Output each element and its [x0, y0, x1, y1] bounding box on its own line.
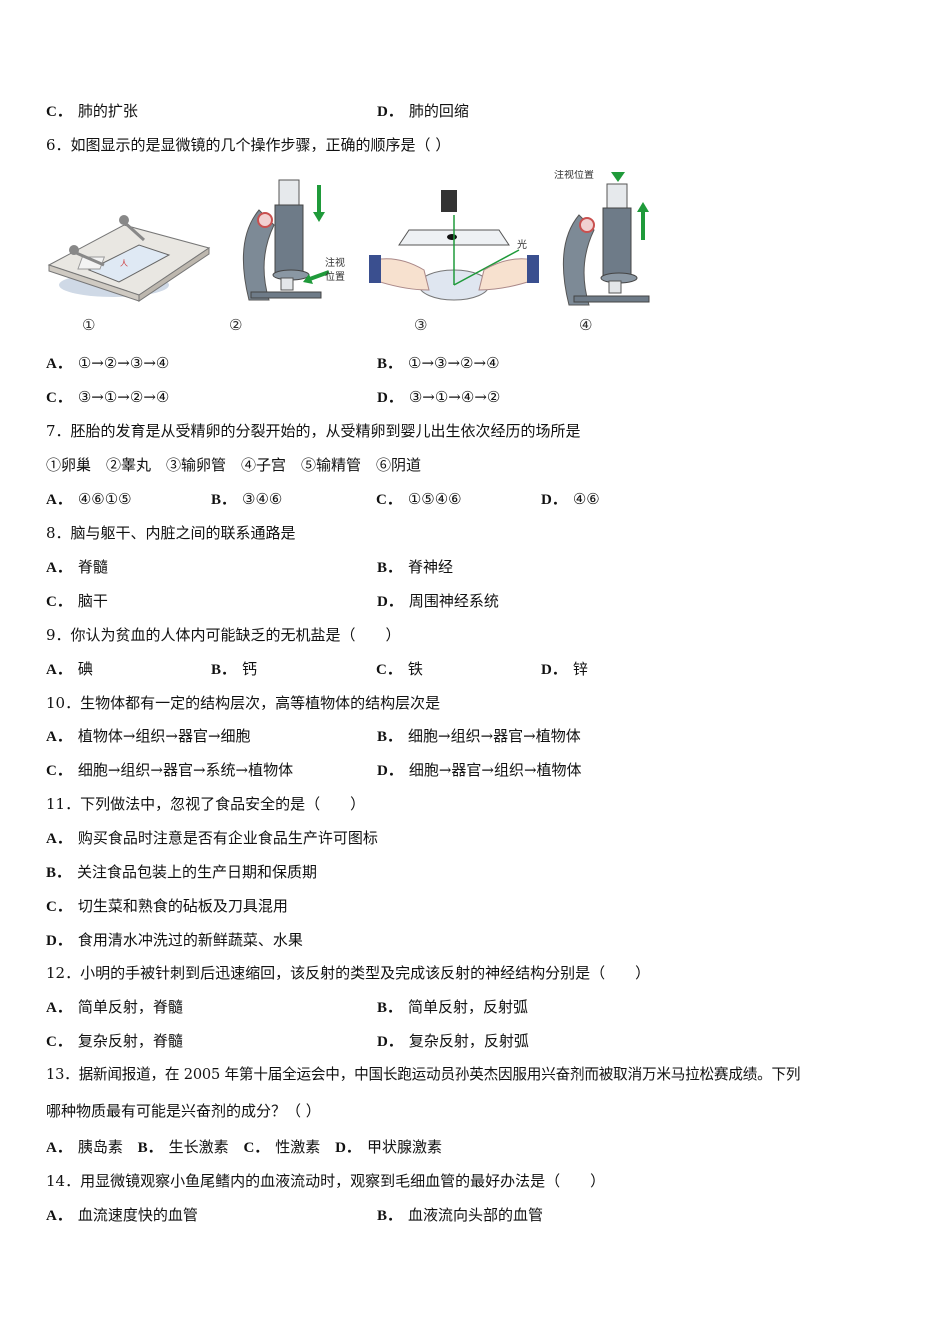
figure-1-slide-on-stage: 人 ① — [44, 170, 214, 334]
q8-option-b: B．脊神经 — [377, 558, 454, 576]
q10-stem: 10．生物体都有一定的结构层次，高等植物体的结构层次是 — [46, 694, 441, 712]
q12-options-cd: C．复杂反射，脊髓 D．复杂反射，反射弧 — [46, 1030, 529, 1052]
q9-option-d: D．锌 — [541, 660, 588, 678]
q6-option-d: D．③→①→④→② — [377, 388, 501, 406]
fig2-note-line1: 注视 — [325, 256, 345, 269]
q12-option-a: A．简单反射，脊髓 — [46, 998, 183, 1016]
q11-option-d: D．食用清水冲洗过的新鲜蔬菜、水果 — [46, 931, 303, 949]
q8-stem: 8．脑与躯干、内脏之间的联系通路是 — [46, 524, 296, 542]
q9-option-b: B．钙 — [211, 660, 258, 678]
q10-option-a: A．植物体→组织→器官→细胞 — [46, 727, 251, 745]
figure-4-label: ④ — [579, 316, 593, 334]
q10-option-b: B．细胞→组织→器官→植物体 — [377, 727, 581, 745]
q10-options-cd: C．细胞→组织→器官→系统→植物体 D．细胞→器官→组织→植物体 — [46, 759, 582, 781]
fig4-note-label: 注视位置 — [554, 170, 594, 181]
q5-option-c: C．肺的扩张 — [46, 102, 138, 120]
stage-slide-illustration-icon: 人 — [47, 215, 211, 302]
q7-option-b: B．③④⑥ — [211, 490, 283, 508]
q13-stem-line2: 哪种物质最有可能是兴奋剂的成分？（ ） — [46, 1102, 321, 1120]
fig2-note-line2: 位置 — [325, 270, 345, 283]
q8-options-cd: C．脑干 D．周围神经系统 — [46, 590, 499, 612]
q11-stem: 11．下列做法中，忽视了食品安全的是（ ） — [46, 795, 366, 813]
hands-mirror-light-icon: 光 — [369, 190, 539, 301]
q6-options-cd: C．③→①→②→④ D．③→①→④→② — [46, 386, 500, 408]
q5-options-cd: C．肺的扩张 D．肺的回缩 — [46, 100, 469, 122]
q11-option-c: C．切生菜和熟食的砧板及刀具混用 — [46, 897, 288, 915]
figure-4-raise-tube: 注视位置 ④ — [549, 168, 664, 334]
q6-options-ab: A．①→②→③→④ B．①→③→②→④ — [46, 352, 500, 374]
q13-option-d: D．甲状腺激素 — [335, 1138, 442, 1156]
figure-3-label: ③ — [414, 316, 428, 334]
q14-options-ab: A．血流速度快的血管 B．血液流向头部的血管 — [46, 1204, 543, 1226]
q14-stem: 14．用显微镜观察小鱼尾鳍内的血液流动时，观察到毛细血管的最好办法是（ ） — [46, 1172, 606, 1190]
microscope-lowering-icon: 注视 位置 — [242, 179, 345, 301]
q12-option-c: C．复杂反射，脊髓 — [46, 1032, 183, 1050]
q13-option-a: A．胰岛素 — [46, 1138, 123, 1156]
q8-option-d: D．周围神经系统 — [377, 592, 499, 610]
svg-text:人: 人 — [120, 259, 128, 268]
q9-stem: 9．你认为贫血的人体内可能缺乏的无机盐是（ ） — [46, 626, 401, 644]
q13-options: A．胰岛素 B．生长激素 C．性激素 D．甲状腺激素 — [46, 1136, 442, 1158]
q12-option-d: D．复杂反射，反射弧 — [377, 1032, 529, 1050]
q7-stem: 7．胚胎的发育是从受精卵的分裂开始的，从受精卵到婴儿出生依次经历的场所是 — [46, 422, 581, 440]
q5-option-d: D．肺的回缩 — [377, 102, 469, 120]
q7-items: ①卵巢 ②睾丸 ③输卵管 ④子宫 ⑤输精管 ⑥阴道 — [46, 456, 422, 474]
q13-option-c: C．性激素 — [243, 1138, 321, 1156]
q12-option-b: B．简单反射，反射弧 — [377, 998, 529, 1016]
q9-options: A．碘 B．钙 C．铁 D．锌 — [46, 658, 746, 680]
q9-option-c: C．铁 — [376, 660, 423, 678]
q7-option-a: A．④⑥①⑤ — [46, 490, 132, 508]
q7-option-c: C．①⑤④⑥ — [376, 490, 462, 508]
q6-option-c: C．③→①→②→④ — [46, 388, 170, 406]
fig3-light-label: 光 — [517, 238, 527, 251]
q13-stem-line1: 13．据新闻报道，在 2005 年第十届全运会中，中国长跑运动员孙英杰因服用兴奋… — [46, 1066, 801, 1083]
q11-option-a: A．购买食品时注意是否有企业食品生产许可图标 — [46, 829, 378, 847]
q7-options: A．④⑥①⑤ B．③④⑥ C．①⑤④⑥ D．④⑥ — [46, 488, 746, 510]
figure-3-adjust-mirror: 光 ③ — [369, 170, 539, 334]
q8-option-c: C．脑干 — [46, 592, 108, 610]
q13-option-b: B．生长激素 — [137, 1138, 229, 1156]
figure-2-label: ② — [229, 316, 243, 334]
q14-option-a: A．血流速度快的血管 — [46, 1206, 198, 1224]
q10-option-d: D．细胞→器官→组织→植物体 — [377, 761, 582, 779]
figure-2-lower-tube: 注视 位置 ② — [229, 170, 359, 334]
q9-option-a: A．碘 — [46, 660, 93, 678]
q10-options-ab: A．植物体→组织→器官→细胞 B．细胞→组织→器官→植物体 — [46, 725, 581, 747]
q6-figures: 人 ① 注视 位置 ② — [44, 168, 664, 340]
q14-option-b: B．血液流向头部的血管 — [377, 1206, 544, 1224]
q11-option-b: B．关注食品包装上的生产日期和保质期 — [46, 863, 318, 881]
figure-1-label: ① — [82, 316, 96, 334]
q6-option-b: B．①→③→②→④ — [377, 354, 500, 372]
q7-option-d: D．④⑥ — [541, 490, 600, 508]
q6-option-a: A．①→②→③→④ — [46, 354, 170, 372]
q12-options-ab: A．简单反射，脊髓 B．简单反射，反射弧 — [46, 996, 528, 1018]
q12-stem: 12．小明的手被针刺到后迅速缩回，该反射的类型及完成该反射的神经结构分别是（ ） — [46, 964, 651, 982]
microscope-raising-icon: 注视位置 — [554, 168, 650, 306]
q10-option-c: C．细胞→组织→器官→系统→植物体 — [46, 761, 294, 779]
q6-stem: 6．如图显示的是显微镜的几个操作步骤，正确的顺序是（ ） — [46, 136, 451, 154]
q8-options-ab: A．脊髓 B．脊神经 — [46, 556, 453, 578]
q8-option-a: A．脊髓 — [46, 558, 108, 576]
